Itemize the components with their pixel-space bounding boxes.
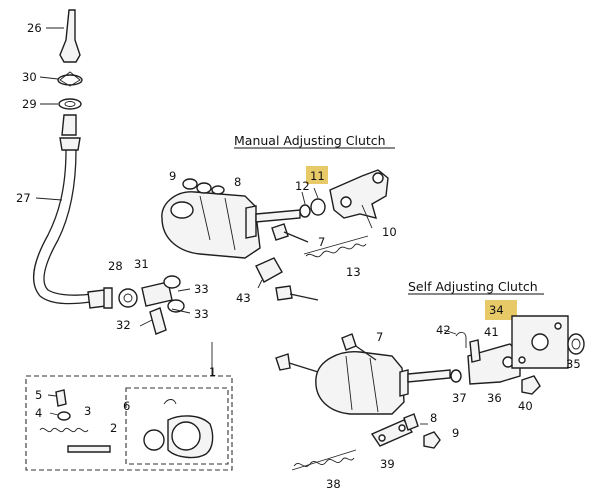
part-35-washer: [567, 333, 585, 355]
heading-self-adjusting-clutch: Self Adjusting Clutch: [408, 279, 538, 294]
callout-38: 38: [326, 477, 341, 491]
callout-10: 10: [382, 225, 397, 239]
self-adjusting-cylinder: [315, 351, 462, 415]
callout-9-manual: 9: [169, 169, 176, 183]
kit-parts: [39, 389, 214, 459]
part-41-pin: [469, 339, 481, 363]
callout-13: 13: [346, 265, 361, 279]
callout-8-manual: 8: [234, 175, 241, 189]
part-43-plate: [255, 257, 283, 283]
hose-pipe-assembly: [32, 9, 113, 309]
callout-4: 4: [35, 406, 42, 420]
part-8-bolt: [403, 413, 419, 431]
callout-2: 2: [110, 421, 117, 435]
highlight-11: [306, 166, 328, 184]
callout-34: 34: [489, 303, 504, 317]
union-fittings: [118, 275, 185, 335]
part-10-lever: [329, 169, 389, 229]
part-34-plate: [511, 315, 569, 369]
callout-28: 28: [108, 259, 123, 273]
callout-7-manual: 7: [318, 235, 325, 249]
callout-1: 1: [209, 365, 216, 379]
callout-3: 3: [84, 404, 91, 418]
part-11-bush: [310, 198, 326, 216]
callout-5: 5: [35, 388, 42, 402]
callout-numbers: 26 30 29 27 28 31 33 33 32 9 8 12 11 10 …: [16, 21, 581, 491]
kit-box-1: [25, 375, 233, 471]
heading-manual-adjusting-clutch: Manual Adjusting Clutch: [234, 133, 386, 148]
leader-lines: [35, 27, 457, 425]
part-13-spring: [305, 243, 367, 258]
callout-37: 37: [452, 391, 467, 405]
callout-33-upper: 33: [194, 282, 209, 296]
callout-8-self: 8: [430, 411, 437, 425]
part-38-spring: [293, 457, 355, 467]
callout-6: 6: [123, 399, 130, 413]
callout-7-self-upper: 7: [376, 330, 383, 344]
bolt-7-lower: [285, 361, 319, 373]
part-9-nut: [423, 431, 441, 449]
callout-26: 26: [27, 21, 42, 35]
manual-slave-cylinder: [161, 178, 311, 259]
callout-43: 43: [236, 291, 251, 305]
callout-31: 31: [134, 257, 149, 271]
callout-41: 41: [484, 325, 499, 339]
highlight-34: [485, 300, 517, 320]
callout-29: 29: [22, 97, 37, 111]
callout-32: 32: [116, 318, 131, 332]
callout-36: 36: [487, 391, 502, 405]
callout-40: 40: [518, 399, 533, 413]
callout-11: 11: [310, 169, 325, 183]
part-12-bolt: [271, 223, 309, 243]
callout-39: 39: [380, 457, 395, 471]
part-40-nut: [521, 375, 541, 395]
callout-27: 27: [16, 191, 31, 205]
callout-35: 35: [566, 357, 581, 371]
callout-42: 42: [436, 323, 451, 337]
lower-bolt: [275, 285, 319, 301]
kit-box-6: [125, 387, 229, 465]
callout-33-lower: 33: [194, 307, 209, 321]
callout-12: 12: [295, 179, 310, 193]
callout-30: 30: [22, 70, 37, 84]
part-42-clip: [455, 331, 467, 348]
callout-9-self: 9: [452, 426, 459, 440]
